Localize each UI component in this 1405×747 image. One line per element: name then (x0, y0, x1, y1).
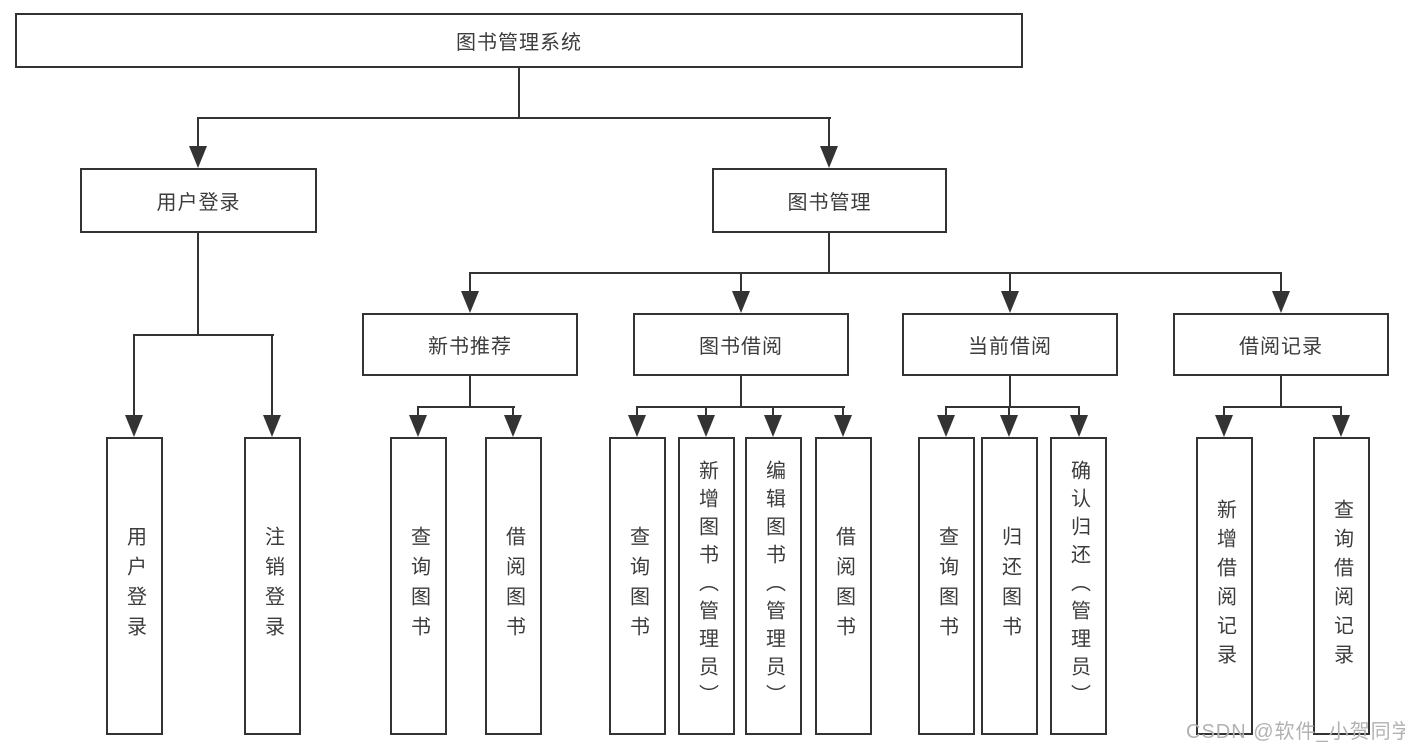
connector-user-login-stem (197, 233, 199, 336)
arrowhead-confirm-return-icon (1070, 415, 1088, 437)
node-user-login: 用户登录 (80, 168, 317, 233)
leaf-logout-label: 注销登录 (261, 526, 284, 646)
connector-drop-add-book (705, 406, 707, 416)
connector-book-borrow-bar (636, 406, 845, 408)
connector-drop-user-login (197, 117, 199, 147)
node-new-book-recommend: 新书推荐 (362, 313, 578, 376)
leaf-borrow-books-1-label: 借阅图书 (502, 526, 525, 646)
arrowhead-edit-book-icon (764, 415, 782, 437)
connector-drop-leaf-logout (271, 334, 273, 416)
node-user-login-label: 用户登录 (156, 192, 241, 214)
connector-drop-query-record (1340, 406, 1342, 416)
connector-drop-query-books-2 (636, 406, 638, 416)
leaf-query-borrow-record: 查询借阅记录 (1313, 437, 1370, 735)
connector-drop-borrow-records (1280, 272, 1282, 292)
connector-root-bar (197, 117, 831, 119)
connector-book-borrow-stem (740, 376, 742, 408)
node-library-system: 图书管理系统 (15, 13, 1023, 68)
arrowhead-query-books-3-icon (937, 415, 955, 437)
arrowhead-add-book-icon (697, 415, 715, 437)
arrowhead-borrow-books-2-icon (834, 415, 852, 437)
leaf-query-books-3-label: 查询图书 (935, 526, 958, 646)
leaf-query-books-1-label: 查询图书 (407, 526, 430, 646)
leaf-logout: 注销登录 (244, 437, 301, 735)
connector-drop-query-books-1 (417, 406, 419, 416)
leaf-query-books-3: 查询图书 (918, 437, 975, 735)
connector-root-stem (518, 68, 520, 118)
node-borrowing-records-label: 借阅记录 (1239, 336, 1323, 358)
connector-book-mgmt-bar (469, 272, 1282, 274)
node-book-management-label: 图书管理 (787, 192, 872, 214)
connector-drop-leaf-user-login (133, 334, 135, 416)
connector-drop-book-mgmt (828, 117, 830, 147)
leaf-confirm-return-admin-label: 确认归还（管理员） (1067, 460, 1090, 712)
leaf-return-books: 归还图书 (981, 437, 1038, 735)
connector-new-book-rec-bar (417, 406, 515, 408)
leaf-borrow-books-2-label: 借阅图书 (832, 526, 855, 646)
node-library-system-label: 图书管理系统 (456, 32, 582, 54)
csdn-watermark: CSDN @软件_小贺同学 (1186, 721, 1405, 743)
arrowhead-book-borrow-icon (732, 291, 750, 313)
arrowhead-new-book-rec-icon (461, 291, 479, 313)
connector-new-book-rec-stem (469, 376, 471, 408)
leaf-edit-book-admin-label: 编辑图书（管理员） (762, 460, 785, 712)
node-current-borrowing-label: 当前借阅 (968, 336, 1052, 358)
node-borrowing-records: 借阅记录 (1173, 313, 1389, 376)
node-book-borrowing: 图书借阅 (633, 313, 849, 376)
leaf-borrow-books-1: 借阅图书 (485, 437, 542, 735)
leaf-user-login-label: 用户登录 (123, 526, 146, 646)
leaf-query-books-2-label: 查询图书 (626, 526, 649, 646)
node-new-book-recommend-label: 新书推荐 (428, 336, 512, 358)
node-book-management: 图书管理 (712, 168, 947, 233)
arrowhead-add-record-icon (1215, 415, 1233, 437)
arrowhead-borrow-books-1-icon (504, 415, 522, 437)
leaf-borrow-books-2: 借阅图书 (815, 437, 872, 735)
arrowhead-leaf-logout-icon (263, 415, 281, 437)
connector-user-login-bar (133, 334, 274, 336)
node-current-borrowing: 当前借阅 (902, 313, 1118, 376)
connector-current-borrow-stem (1009, 376, 1011, 408)
connector-borrow-records-stem (1280, 376, 1282, 408)
leaf-query-books-2: 查询图书 (609, 437, 666, 735)
arrowhead-return-books-icon (1000, 415, 1018, 437)
leaf-edit-book-admin: 编辑图书（管理员） (745, 437, 802, 735)
connector-drop-query-books-3 (945, 406, 947, 416)
connector-borrow-records-bar (1223, 406, 1342, 408)
arrowhead-current-borrow-icon (1001, 291, 1019, 313)
connector-drop-borrow-books-1 (512, 406, 514, 416)
arrowhead-query-record-icon (1332, 415, 1350, 437)
arrowhead-leaf-user-login-icon (125, 415, 143, 437)
leaf-return-books-label: 归还图书 (998, 526, 1021, 646)
connector-drop-add-record (1223, 406, 1225, 416)
leaf-user-login: 用户登录 (106, 437, 163, 735)
arrowhead-borrow-records-icon (1272, 291, 1290, 313)
leaf-add-borrow-record-label: 新增借阅记录 (1213, 499, 1236, 673)
connector-drop-book-borrow (740, 272, 742, 292)
connector-drop-borrow-books-2 (842, 406, 844, 416)
arrowhead-query-books-2-icon (628, 415, 646, 437)
leaf-query-borrow-record-label: 查询借阅记录 (1330, 499, 1353, 673)
arrowhead-query-books-1-icon (409, 415, 427, 437)
node-book-borrowing-label: 图书借阅 (699, 336, 783, 358)
leaf-add-book-admin: 新增图书（管理员） (678, 437, 735, 735)
connector-drop-current-borrow (1009, 272, 1011, 292)
connector-drop-edit-book (772, 406, 774, 416)
arrowhead-user-login-icon (189, 146, 207, 168)
arrowhead-book-mgmt-icon (820, 146, 838, 168)
connector-drop-return-books (1008, 406, 1010, 416)
leaf-confirm-return-admin: 确认归还（管理员） (1050, 437, 1107, 735)
connector-book-mgmt-stem (828, 233, 830, 274)
connector-drop-new-book-rec (469, 272, 471, 292)
connector-current-borrow-bar (945, 406, 1080, 408)
leaf-add-borrow-record: 新增借阅记录 (1196, 437, 1253, 735)
leaf-add-book-admin-label: 新增图书（管理员） (695, 460, 718, 712)
connector-drop-confirm-return (1078, 406, 1080, 416)
leaf-query-books-1: 查询图书 (390, 437, 447, 735)
